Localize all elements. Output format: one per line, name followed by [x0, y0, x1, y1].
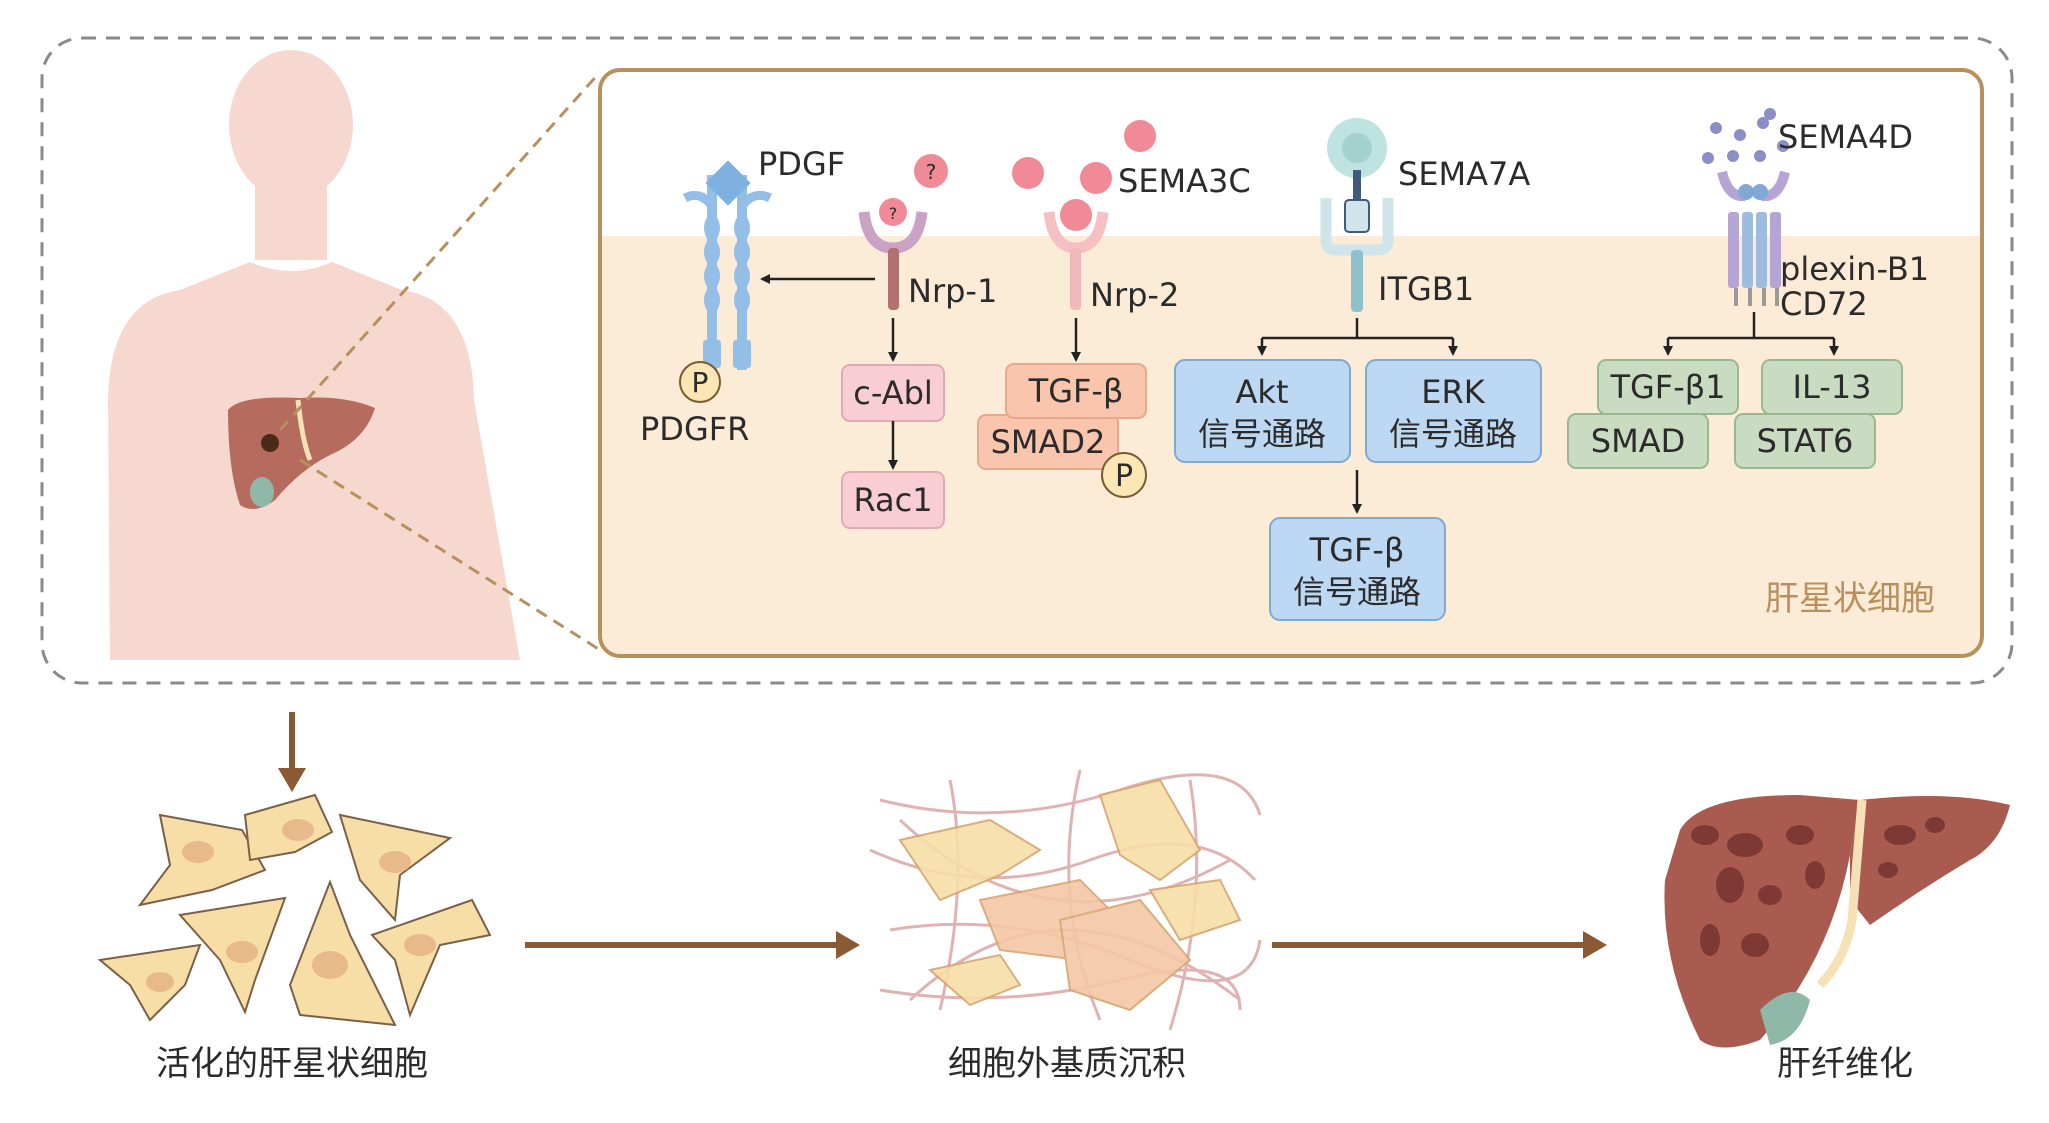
- tgfb-box: [1005, 363, 1147, 419]
- phosphate-icon: [679, 361, 721, 403]
- plexin-branch-arrows: [1663, 312, 1839, 356]
- plexin-b1-cd72-receptor: [1717, 170, 1790, 306]
- fibrotic-liver-icon: [1664, 795, 2010, 1048]
- stat6-box: [1734, 413, 1876, 469]
- tgfb-pathway-label: TGF-β: [1309, 531, 1405, 569]
- phosphate-icon: [1101, 452, 1147, 498]
- plexin-b1-label: plexin-B1: [1780, 250, 1929, 288]
- phosphate-label: P: [692, 366, 709, 399]
- phosphate-label: P: [1115, 459, 1133, 494]
- pdgf-label: PDGF: [758, 145, 845, 183]
- sema7a-ligand: [1327, 118, 1387, 208]
- itgb1-receptor: [1320, 198, 1394, 312]
- nrp1-label: Nrp-1: [908, 272, 997, 310]
- zoom-line-top: [278, 71, 602, 431]
- rac1-box: [841, 471, 945, 529]
- tgfb1-label: TGF-β1: [1609, 368, 1725, 406]
- stat6-label: STAT6: [1757, 422, 1854, 460]
- pdgfr-receptor: [682, 175, 773, 370]
- nrp2-label: Nrp-2: [1090, 276, 1179, 314]
- sema3c-ligand: [1080, 162, 1112, 194]
- sema3c-ligand: [1060, 199, 1092, 231]
- sema4d-ligand: [1702, 108, 1789, 164]
- smad-box: [1567, 413, 1709, 469]
- tgfb-pathway-box: [1269, 517, 1446, 621]
- right-arrow-2-head: [1583, 931, 1607, 959]
- erk-pathway-label: 信号通路: [1389, 415, 1517, 453]
- unknown-ligand-icon: [914, 154, 948, 188]
- unknown-ligand-icon: [879, 198, 907, 226]
- itgb1-label: ITGB1: [1378, 270, 1474, 308]
- right-arrow-1-head: [836, 931, 860, 959]
- cabl-label: c-Abl: [853, 374, 933, 412]
- akt-pathway-label: 信号通路: [1198, 415, 1326, 453]
- tgfb-label: TGF-β: [1028, 372, 1124, 410]
- liver-icon: [228, 397, 375, 509]
- pdgfr-label: PDGFR: [640, 410, 749, 448]
- erk-box: [1365, 359, 1542, 463]
- sema7a-label: SEMA7A: [1398, 155, 1530, 193]
- human-silhouette-icon: [108, 50, 520, 660]
- unknown-ligand-mark: ?: [926, 160, 937, 184]
- outer-dashed-frame: [40, 36, 2014, 685]
- down-arrow-head: [278, 768, 306, 792]
- unknown-ligand-mark: ?: [889, 204, 898, 223]
- nrp1-receptor: [858, 211, 928, 310]
- erk-label: ERK: [1421, 373, 1485, 411]
- smad-label: SMAD: [1591, 422, 1685, 460]
- panel-label: 肝星状细胞: [1765, 579, 1935, 619]
- ecm-caption: 细胞外基质沉积: [948, 1044, 1186, 1084]
- sema3c-ligand: [1012, 157, 1044, 189]
- stellate-cell-icon: [97, 793, 492, 1027]
- sema4d-label: SEMA4D: [1778, 118, 1913, 156]
- sema3c-label: SEMA3C: [1118, 162, 1251, 200]
- akt-box: [1174, 359, 1351, 463]
- nrp2-receptor: [1043, 211, 1109, 310]
- il13-label: IL-13: [1793, 368, 1872, 406]
- ecm-deposition-icon: [869, 769, 1262, 1031]
- sema3c-ligand: [1124, 120, 1156, 152]
- tgfb-pathway-sub-label: 信号通路: [1293, 573, 1421, 611]
- fibrosis-caption: 肝纤维化: [1777, 1044, 1913, 1084]
- cd72-label: CD72: [1780, 285, 1868, 323]
- pdgf-ligand: [705, 160, 751, 206]
- smad2-label: SMAD2: [991, 423, 1106, 461]
- activated-hsc-caption: 活化的肝星状细胞: [156, 1044, 428, 1084]
- itgb1-branch-arrows: [1257, 318, 1458, 356]
- akt-label: Akt: [1236, 373, 1289, 411]
- rac1-label: Rac1: [853, 481, 932, 519]
